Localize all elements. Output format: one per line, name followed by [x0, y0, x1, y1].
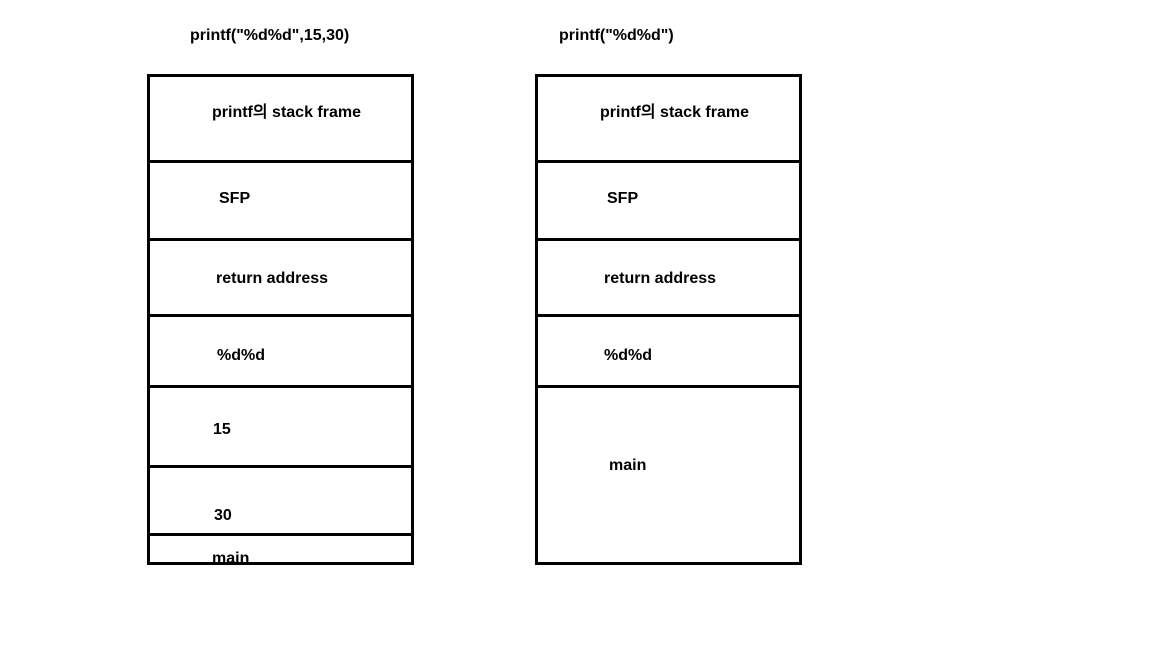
frame-label: 30	[214, 507, 232, 524]
left-frame-return-address: return address	[150, 241, 411, 317]
frame-label: SFP	[219, 190, 251, 207]
frame-label: 15	[213, 421, 231, 438]
frame-label: main	[609, 457, 647, 474]
left-frame-arg-30: 30	[150, 468, 411, 536]
left-stack-title: printf("%d%d",15,30)	[190, 27, 350, 44]
frame-label: main	[212, 550, 250, 567]
frame-label: SFP	[607, 190, 639, 207]
right-frame-return-address: return address	[538, 241, 799, 317]
frame-label: return address	[604, 270, 717, 287]
left-frame-printf-stack-frame: printf의 stack frame	[150, 77, 411, 163]
right-frame-printf-stack-frame: printf의 stack frame	[538, 77, 799, 163]
frame-label: %d%d	[217, 347, 265, 364]
right-frame-main: main	[538, 388, 799, 565]
right-frame-format-string: %d%d	[538, 317, 799, 388]
frame-label: printf의 stack frame	[212, 104, 361, 121]
right-frame-sfp: SFP	[538, 163, 799, 241]
frame-label: printf의 stack frame	[600, 104, 749, 121]
right-stack-title: printf("%d%d")	[559, 27, 674, 44]
left-frame-arg-15: 15	[150, 388, 411, 468]
frame-label: %d%d	[604, 347, 652, 364]
frame-label: return address	[216, 270, 329, 287]
left-stack: printf의 stack frame SFP return address %…	[147, 74, 414, 567]
left-frame-sfp: SFP	[150, 163, 411, 241]
right-stack: printf의 stack frame SFP return address %…	[535, 74, 802, 565]
left-frame-format-string: %d%d	[150, 317, 411, 388]
left-frame-main: main	[150, 536, 411, 567]
